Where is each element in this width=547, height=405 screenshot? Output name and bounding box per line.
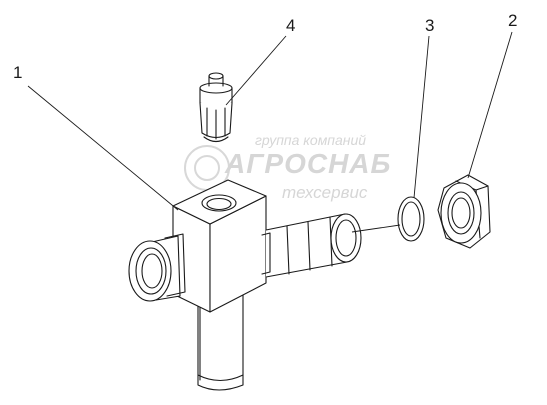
- leader-line-1: [27, 85, 179, 211]
- watermark-line-1: группа компаний: [255, 132, 367, 148]
- leader-line-3: [413, 35, 430, 199]
- callout-3: 3: [425, 16, 435, 35]
- part-4-plug: [199, 72, 233, 143]
- callout-2: 2: [508, 11, 518, 30]
- part-3-o-ring: [397, 196, 425, 242]
- callout-1: 1: [13, 63, 23, 82]
- part-2-nut: [437, 174, 491, 249]
- leader-lines: [27, 31, 513, 233]
- leader-line-2: [467, 31, 513, 179]
- callout-4: 4: [286, 16, 296, 35]
- leader-line-3b: [351, 224, 401, 233]
- leader-line-4: [225, 35, 287, 106]
- part-1-tee-body: [128, 179, 362, 391]
- watermark-line-2: АГРОСНАБ: [225, 148, 392, 179]
- watermark-line-3: техсервис: [282, 183, 368, 202]
